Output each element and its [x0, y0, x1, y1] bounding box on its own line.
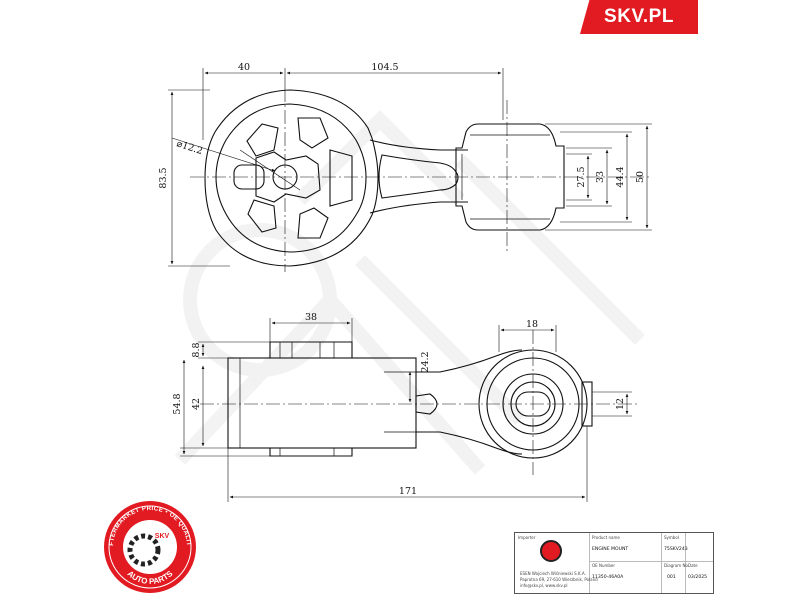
dim-top-width: 38 — [305, 312, 317, 323]
stamp-ring-text: AFTERMARKET PRICE • OE QUALITY — [0, 0, 192, 546]
dim-width-left: 40 — [238, 62, 250, 73]
watermark — [174, 110, 645, 475]
quality-stamp: AFTERMARKET PRICE • OE QUALITY AUTO PART… — [0, 0, 196, 593]
dim-height-total: 83.5 — [158, 167, 169, 188]
date-label: Date — [688, 563, 698, 568]
gear-icon — [127, 533, 161, 567]
top-view-drawing — [190, 88, 650, 272]
top-view-dimension-lines — [168, 68, 652, 267]
dim-side-height-inner: 42 — [191, 398, 202, 410]
dim-bushing-mid: 33 — [595, 171, 606, 183]
importer-logo-icon — [540, 540, 562, 562]
dim-bushing-width: 18 — [526, 319, 538, 330]
oe-number-value: 11350-46A0A — [592, 575, 624, 580]
dim-arm-height: 24.2 — [420, 351, 431, 372]
oe-number-label: OE Number — [592, 563, 616, 568]
dim-diameter: ⌀12.2 — [175, 138, 204, 157]
top-view-dimension-labels: 40 104.5 ⌀12.2 83.5 27.5 33 44.4 50 — [158, 62, 646, 189]
dim-bushing-outer: 44.4 — [615, 166, 626, 187]
diagram-no-label: Diagram No. — [664, 563, 690, 568]
company-line-2: Paprotna 69, 27-610 Wierzbnik, Poland — [520, 577, 598, 582]
dim-bushing-bore: 12 — [615, 398, 626, 410]
product-name-label: Product name — [592, 535, 620, 540]
dim-length-total: 171 — [399, 486, 417, 497]
dim-bushing-inner: 27.5 — [576, 166, 587, 187]
company-line-1: ESEN Wojciech Wiśniewski S.K.A. — [520, 571, 586, 576]
product-name-value: ENGINE MOUNT — [592, 547, 629, 552]
symbol-value: 75SKV243 — [664, 547, 688, 552]
side-view-dimension-lines — [180, 318, 632, 502]
stamp-center-text: SKV — [155, 533, 170, 540]
dim-bushing-total: 50 — [635, 171, 646, 183]
importer-label: Importer — [518, 535, 536, 540]
brand-logo: SKV.PL — [580, 0, 698, 34]
date-value: 03/2025 — [688, 575, 708, 580]
side-view-dimension-labels: 38 18 8.8 54.8 42 24.2 12 171 — [172, 312, 626, 497]
dim-width-right: 104.5 — [371, 62, 398, 73]
title-block: Importer Product name Symbol OE Number D… — [514, 532, 714, 594]
dim-side-height-total: 54.8 — [172, 393, 183, 414]
diagram-no-value: 001 — [667, 575, 676, 580]
symbol-label: Symbol — [664, 535, 679, 540]
company-line-3: info@skv.pl, www.skv.pl — [520, 583, 568, 588]
dim-top-height: 8.8 — [191, 342, 202, 357]
